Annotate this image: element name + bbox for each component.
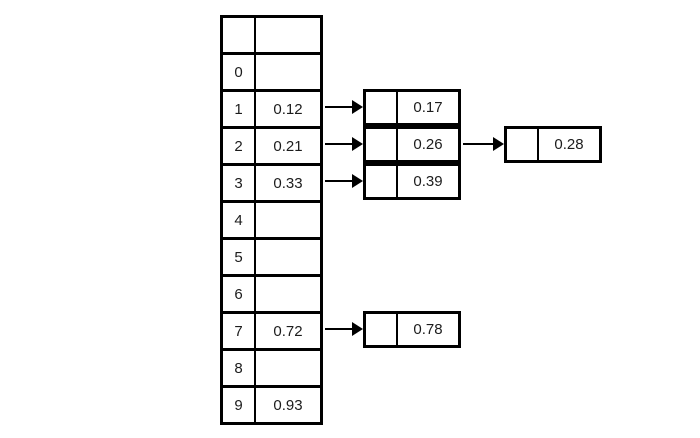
chain-node-bucket3-0: 0.39 — [363, 163, 461, 200]
bucket-index-cell: 2 — [223, 129, 256, 163]
pointer-arrow-bucket1 — [325, 99, 363, 115]
node-value-cell: 0.28 — [554, 136, 584, 153]
arrow-shaft — [325, 180, 354, 182]
node-value-cell: 0.78 — [413, 321, 443, 338]
bucket-row-6: 6 — [223, 277, 320, 314]
node-pointer-cell — [507, 129, 539, 160]
node-pointer-cell — [366, 129, 398, 160]
bucket-row-2: 2 0.21 — [223, 129, 320, 166]
node-value-cell: 0.39 — [413, 173, 443, 190]
arrow-shaft — [325, 143, 354, 145]
bucket-value-cell — [256, 277, 320, 311]
bucket-value-cell — [256, 351, 320, 385]
bucket-value-cell: 0.93 — [273, 396, 303, 414]
bucket-index-cell: 0 — [223, 55, 256, 89]
node-value-cell: 0.26 — [413, 136, 443, 153]
pointer-arrow-bucket3 — [325, 173, 363, 189]
bucket-row-1: 1 0.12 — [223, 92, 320, 129]
node-value-cell: 0.17 — [413, 99, 443, 116]
bucket-index-cell: 9 — [223, 388, 256, 422]
arrowhead-icon — [493, 137, 504, 151]
bucket-value-cell — [256, 240, 320, 274]
node-pointer-cell — [366, 314, 398, 345]
bucket-index-cell: 3 — [223, 166, 256, 200]
bucket-row-header — [223, 18, 320, 55]
bucket-index-cell: 4 — [223, 203, 256, 237]
bucket-index-cell: 6 — [223, 277, 256, 311]
bucket-array: 0 1 0.12 2 0.21 3 0.33 4 5 6 7 0.72 — [220, 15, 323, 425]
bucket-index-cell: 5 — [223, 240, 256, 274]
arrow-shaft — [325, 106, 354, 108]
bucket-row-3: 3 0.33 — [223, 166, 320, 203]
arrowhead-icon — [352, 174, 363, 188]
bucket-value-cell — [256, 55, 320, 89]
bucket-index-cell: 7 — [223, 314, 256, 348]
bucket-value-cell: 0.21 — [273, 137, 303, 155]
bucket-row-4: 4 — [223, 203, 320, 240]
bucket-row-0: 0 — [223, 55, 320, 92]
pointer-arrow-bucket2 — [325, 136, 363, 152]
bucket-index-cell — [223, 18, 256, 52]
pointer-arrow-bucket7 — [325, 321, 363, 337]
bucket-row-9: 9 0.93 — [223, 388, 320, 422]
bucket-row-8: 8 — [223, 351, 320, 388]
chain-node-bucket2-1: 0.28 — [504, 126, 602, 163]
bucket-index-cell: 1 — [223, 92, 256, 126]
arrowhead-icon — [352, 137, 363, 151]
pointer-arrow-bucket2-next — [463, 136, 504, 152]
arrow-shaft — [325, 328, 354, 330]
bucket-value-cell: 0.12 — [273, 100, 303, 118]
bucket-value-cell: 0.33 — [273, 174, 303, 192]
arrow-shaft — [463, 143, 495, 145]
node-pointer-cell — [366, 166, 398, 197]
bucket-row-7: 7 0.72 — [223, 314, 320, 351]
bucket-value-cell — [256, 203, 320, 237]
bucket-value-cell: 0.72 — [273, 322, 303, 340]
node-pointer-cell — [366, 92, 398, 123]
arrowhead-icon — [352, 322, 363, 336]
bucket-value-cell — [256, 18, 320, 52]
chain-node-bucket1-0: 0.17 — [363, 89, 461, 126]
arrowhead-icon — [352, 100, 363, 114]
bucket-index-cell: 8 — [223, 351, 256, 385]
bucket-row-5: 5 — [223, 240, 320, 277]
chain-node-bucket2-0: 0.26 — [363, 126, 461, 163]
chain-node-bucket7-0: 0.78 — [363, 311, 461, 348]
